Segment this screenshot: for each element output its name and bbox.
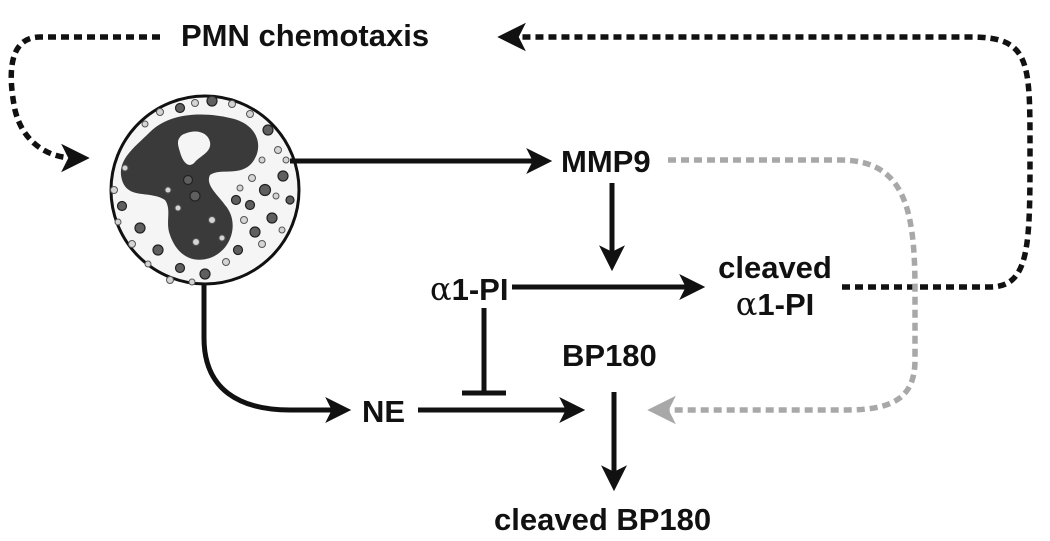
nucleus-shape: [120, 114, 259, 260]
light-granules: [110, 99, 290, 286]
dotted-arrow-cleaved-to-chemotaxis: [497, 22, 1033, 290]
a1pi-label: α1-PI: [430, 273, 508, 305]
chemotaxis-dotted-arrows: [8, 22, 1033, 290]
neutrophil-cell-icon: [109, 94, 301, 286]
gray-dotted-arrow-mmp9-to-bp180: [647, 157, 918, 425]
bp180-label: BP180: [562, 338, 657, 373]
arrow-cell-to-ne: [201, 284, 352, 423]
pmn-chemotaxis-label: PMN chemotaxis: [181, 18, 430, 53]
inhibition-symbol: [462, 308, 506, 396]
cleaved-a1pi-line2: α1-PI: [700, 286, 850, 323]
cleaved-a1pi-rest: 1-PI: [757, 287, 815, 322]
cleaved-a1pi-line1: cleaved: [718, 250, 832, 285]
solid-arrows: [201, 148, 706, 492]
dark-granules: [116, 95, 295, 280]
cleaved-bp180-label: cleaved BP180: [494, 502, 712, 537]
alpha-symbol: α: [735, 285, 758, 323]
mmp9-label: MMP9: [561, 144, 651, 179]
ne-label: NE: [362, 394, 406, 429]
dotted-arrow-chemotaxis-to-cell: [8, 34, 160, 173]
alpha-symbol: α: [430, 270, 452, 308]
a1pi-rest: 1-PI: [451, 272, 509, 307]
cleaved-a1pi-label: cleaved α1-PI: [700, 250, 850, 323]
